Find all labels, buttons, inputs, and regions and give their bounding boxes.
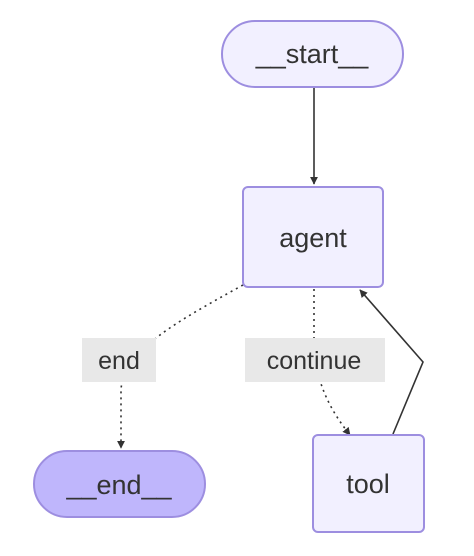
edge-label-end-text: end <box>98 347 140 375</box>
edge-label-continue-text: continue <box>267 347 362 375</box>
node-end[interactable]: __end__ <box>33 450 206 518</box>
node-start-label: __start__ <box>255 39 370 69</box>
edge-tool-to-agent <box>359 289 424 435</box>
node-agent-label: agent <box>279 223 347 253</box>
node-end-label: __end__ <box>65 470 172 500</box>
edge-label-end: end <box>82 338 156 382</box>
node-agent[interactable]: agent <box>242 186 384 288</box>
edge-label-continue: continue <box>245 338 385 382</box>
node-tool[interactable]: tool <box>312 434 425 533</box>
node-tool-label: tool <box>346 469 390 499</box>
node-start[interactable]: __start__ <box>221 20 404 88</box>
